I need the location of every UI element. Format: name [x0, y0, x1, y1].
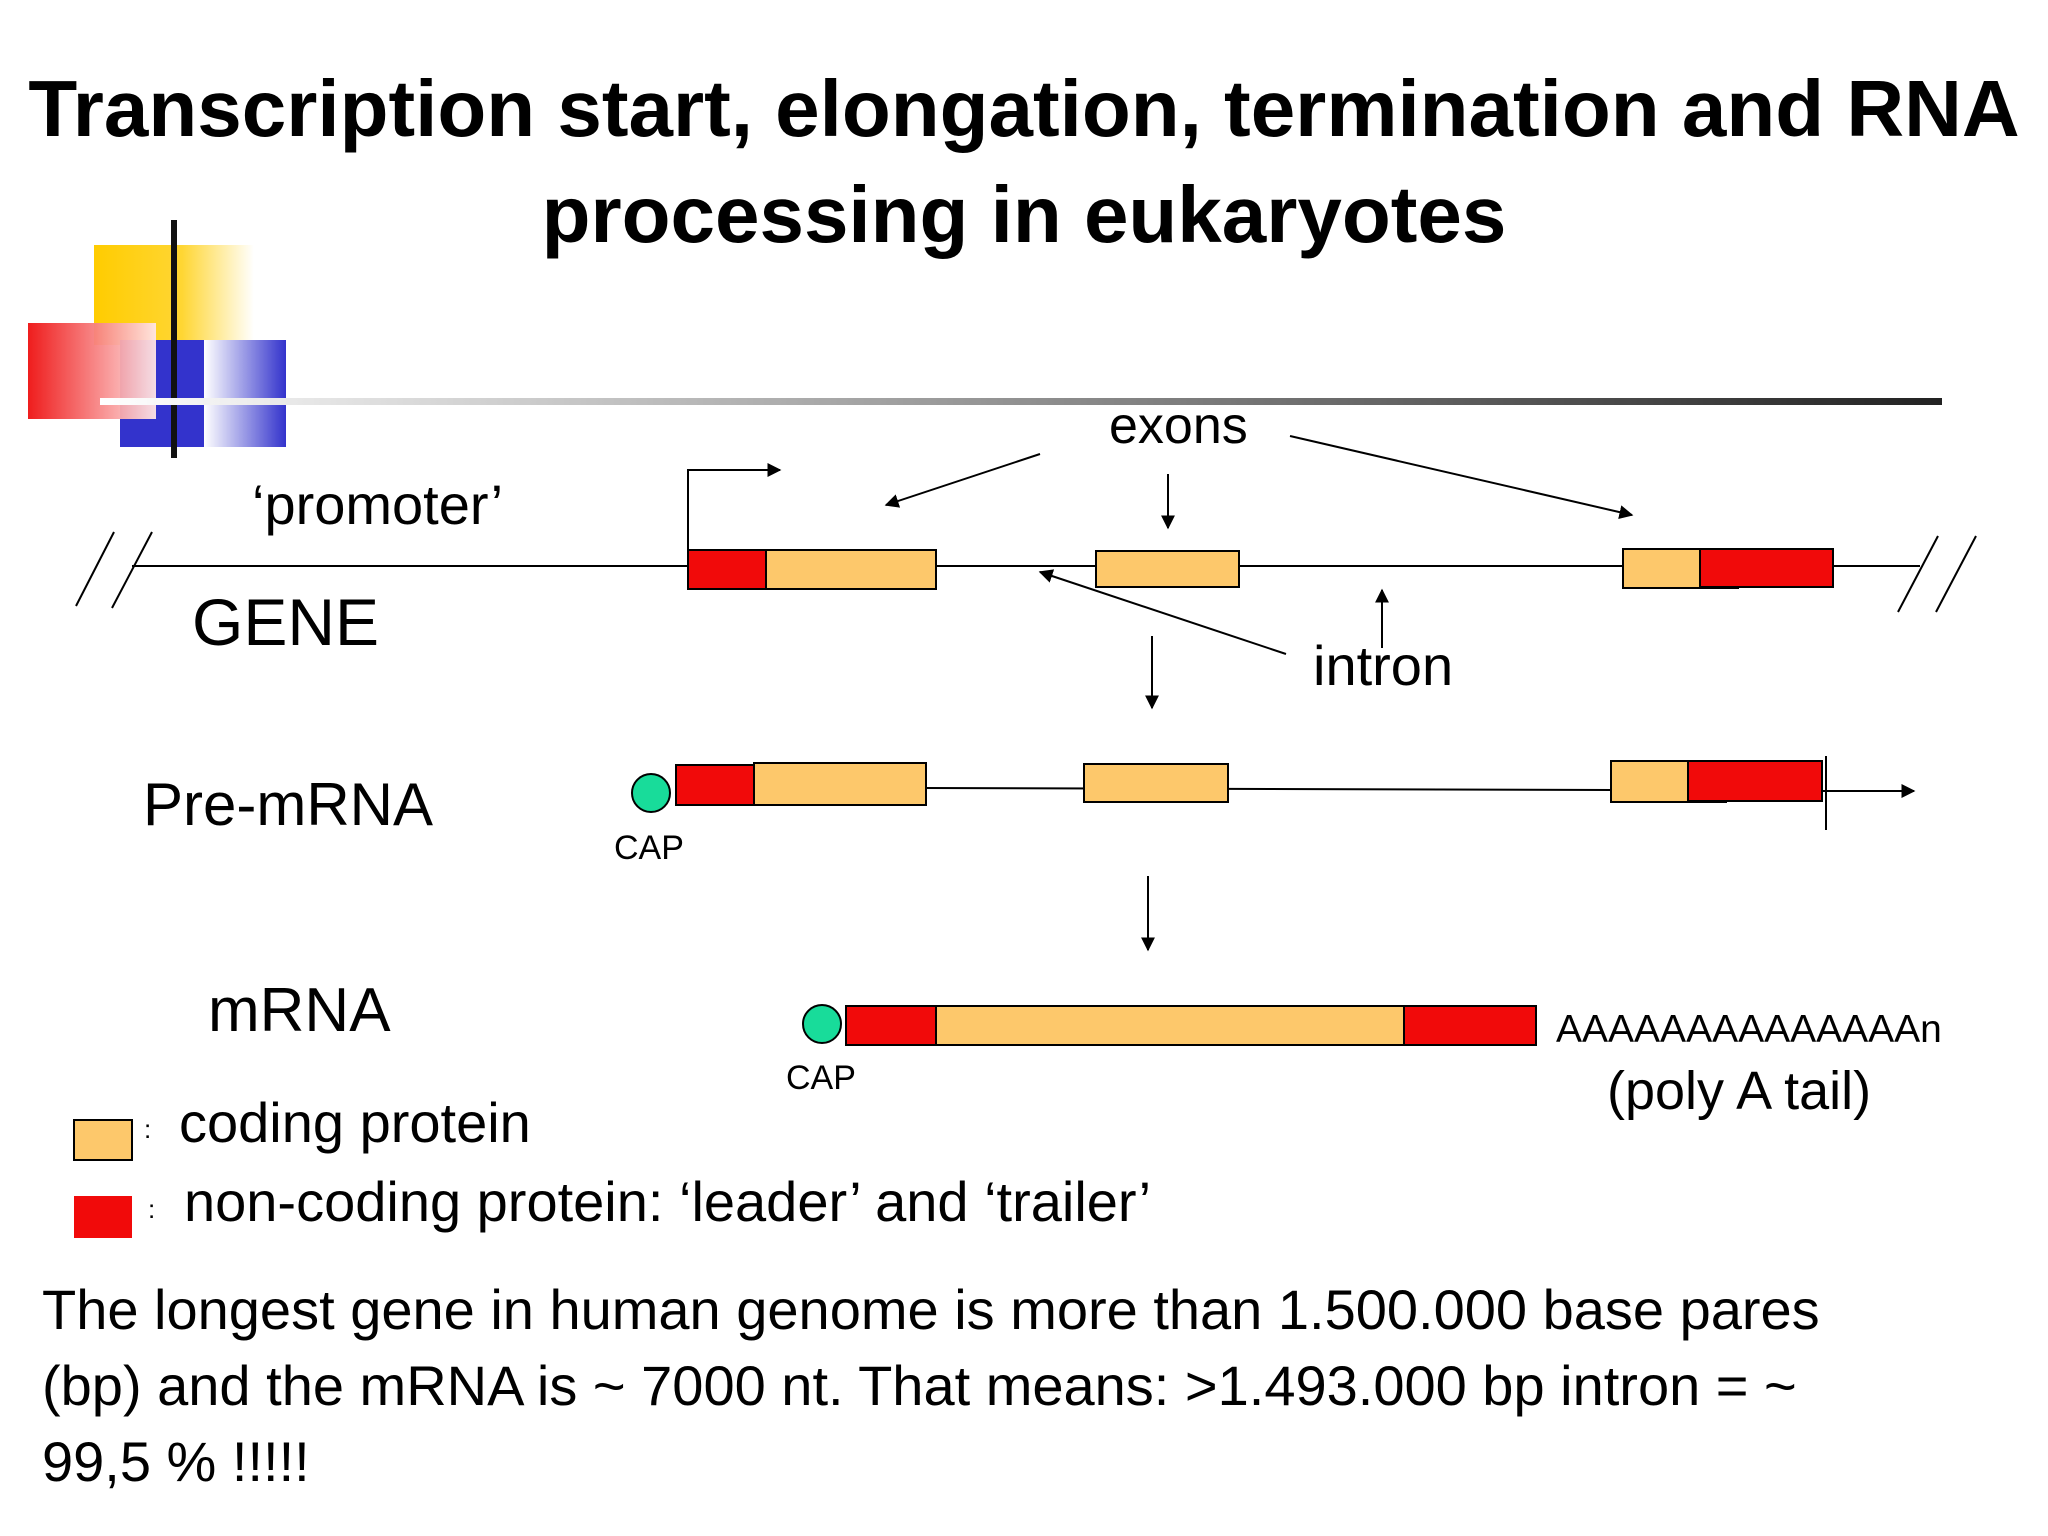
mrna-row	[802, 1004, 1537, 1046]
gene-row	[75, 435, 1977, 655]
footer-line-2: (bp) and the mRNA is ~ 7000 nt. That mea…	[42, 1354, 1797, 1417]
slide-title-line-2: processing in eukaryotes	[541, 170, 1507, 259]
premrna-label: Pre-mRNA	[143, 771, 434, 838]
gene-break-mark-left-1	[75, 531, 115, 607]
transcription-start-arrow	[687, 463, 782, 566]
legend-coding-label: coding protein	[179, 1091, 531, 1154]
promoter-label: ‘promoter’	[252, 473, 504, 536]
premrna-exon-2	[1083, 763, 1229, 803]
slide-title: Transcription start, elongation, termina…	[0, 56, 2048, 268]
mrna-cap-label: CAP	[786, 1059, 856, 1097]
premrna-trailer-block	[1687, 760, 1823, 802]
slide-title-line-1: Transcription start, elongation, termina…	[28, 64, 2020, 153]
footer-line-3: 99,5 % !!!!!	[42, 1430, 310, 1493]
polya-sequence: AAAAAAAAAAAAAAn	[1556, 1008, 1942, 1051]
mrna-label: mRNA	[208, 976, 391, 1045]
template-logo	[28, 220, 1942, 458]
legend-noncoding-swatch	[74, 1196, 132, 1238]
gene-label: GENE	[192, 585, 380, 659]
gene-break-mark-left-2	[111, 531, 153, 609]
footer-note: The longest gene in human genome is more…	[42, 1272, 2032, 1500]
premrna-leader-block	[675, 764, 755, 806]
intron-label: intron	[1313, 634, 1454, 697]
logo-blue-square-right	[204, 340, 286, 447]
intron-arrow-left	[1038, 569, 1287, 655]
footer-line-1: The longest gene in human genome is more…	[42, 1278, 1820, 1341]
mrna-cap	[802, 1004, 842, 1044]
gene-trailer-block	[1699, 548, 1834, 588]
legend-noncoding-label: non-coding protein: ‘leader’ and ‘traile…	[184, 1170, 1152, 1233]
mrna-coding-block	[935, 1005, 1405, 1046]
exon-arrow-right	[1289, 435, 1634, 519]
premrna-row	[631, 756, 1916, 830]
mrna-leader-block	[845, 1005, 947, 1046]
exons-label: exons	[1109, 397, 1248, 455]
premrna-line	[921, 787, 1613, 791]
mrna-trailer-block	[1403, 1005, 1537, 1046]
polya-tail-label: (poly A tail)	[1607, 1061, 1872, 1121]
premrna-cap-label: CAP	[614, 829, 684, 867]
gene-break-mark-right-2	[1935, 535, 1977, 613]
gene-exon-1	[765, 549, 937, 590]
legend-coding-swatch	[73, 1119, 133, 1161]
gene-break-mark-right-1	[1897, 535, 1939, 613]
legend-coding-colon: :	[144, 1114, 152, 1144]
title-underline-rule	[100, 398, 1942, 405]
premrna-exon-1	[753, 762, 927, 806]
premrna-cap	[631, 773, 671, 813]
exon-arrow-left	[884, 453, 1041, 508]
legend-noncoding-colon: :	[148, 1194, 156, 1224]
gene-exon-2	[1095, 550, 1240, 588]
gene-leader-block	[687, 549, 767, 590]
